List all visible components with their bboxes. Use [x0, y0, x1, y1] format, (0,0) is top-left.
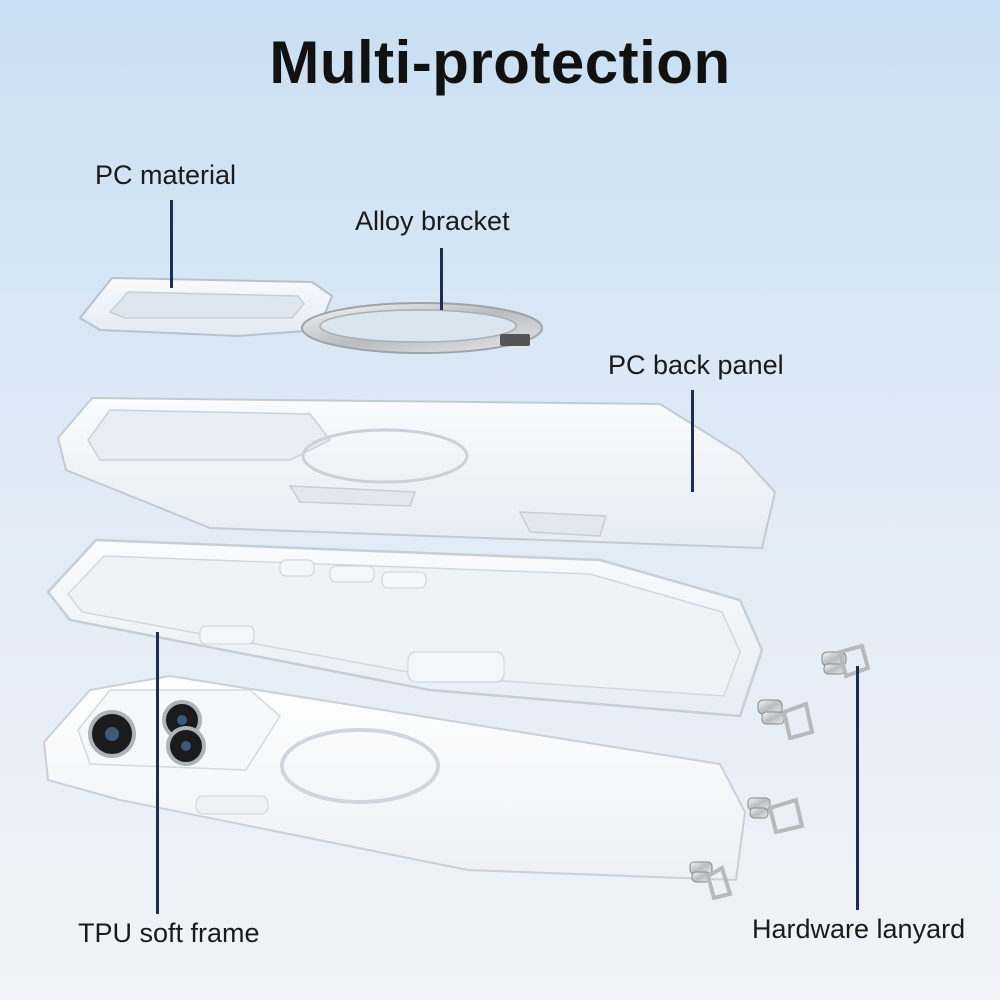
pc-camera-frame [80, 278, 332, 336]
leader-line-hardware-lanyard [856, 666, 859, 910]
lanyard-connector-2 [758, 700, 812, 738]
callout-tpu-soft-frame: TPU soft frame [78, 918, 260, 949]
callout-pc-material: PC material [95, 160, 236, 191]
callout-hardware-lanyard: Hardware lanyard [752, 914, 965, 945]
lanyard-connector-1 [822, 646, 868, 676]
callout-pc-back-panel: PC back panel [608, 350, 784, 381]
leader-line-alloy-bracket [440, 248, 443, 310]
leader-line-pc-material [170, 200, 173, 288]
callout-alloy-bracket: Alloy bracket [355, 206, 510, 237]
leader-line-tpu-soft-frame [156, 632, 159, 914]
alloy-bracket-ring [302, 303, 542, 353]
leader-line-pc-back-panel [691, 390, 694, 492]
lanyard-connector-3 [748, 798, 802, 832]
pc-back-panel [58, 398, 775, 548]
